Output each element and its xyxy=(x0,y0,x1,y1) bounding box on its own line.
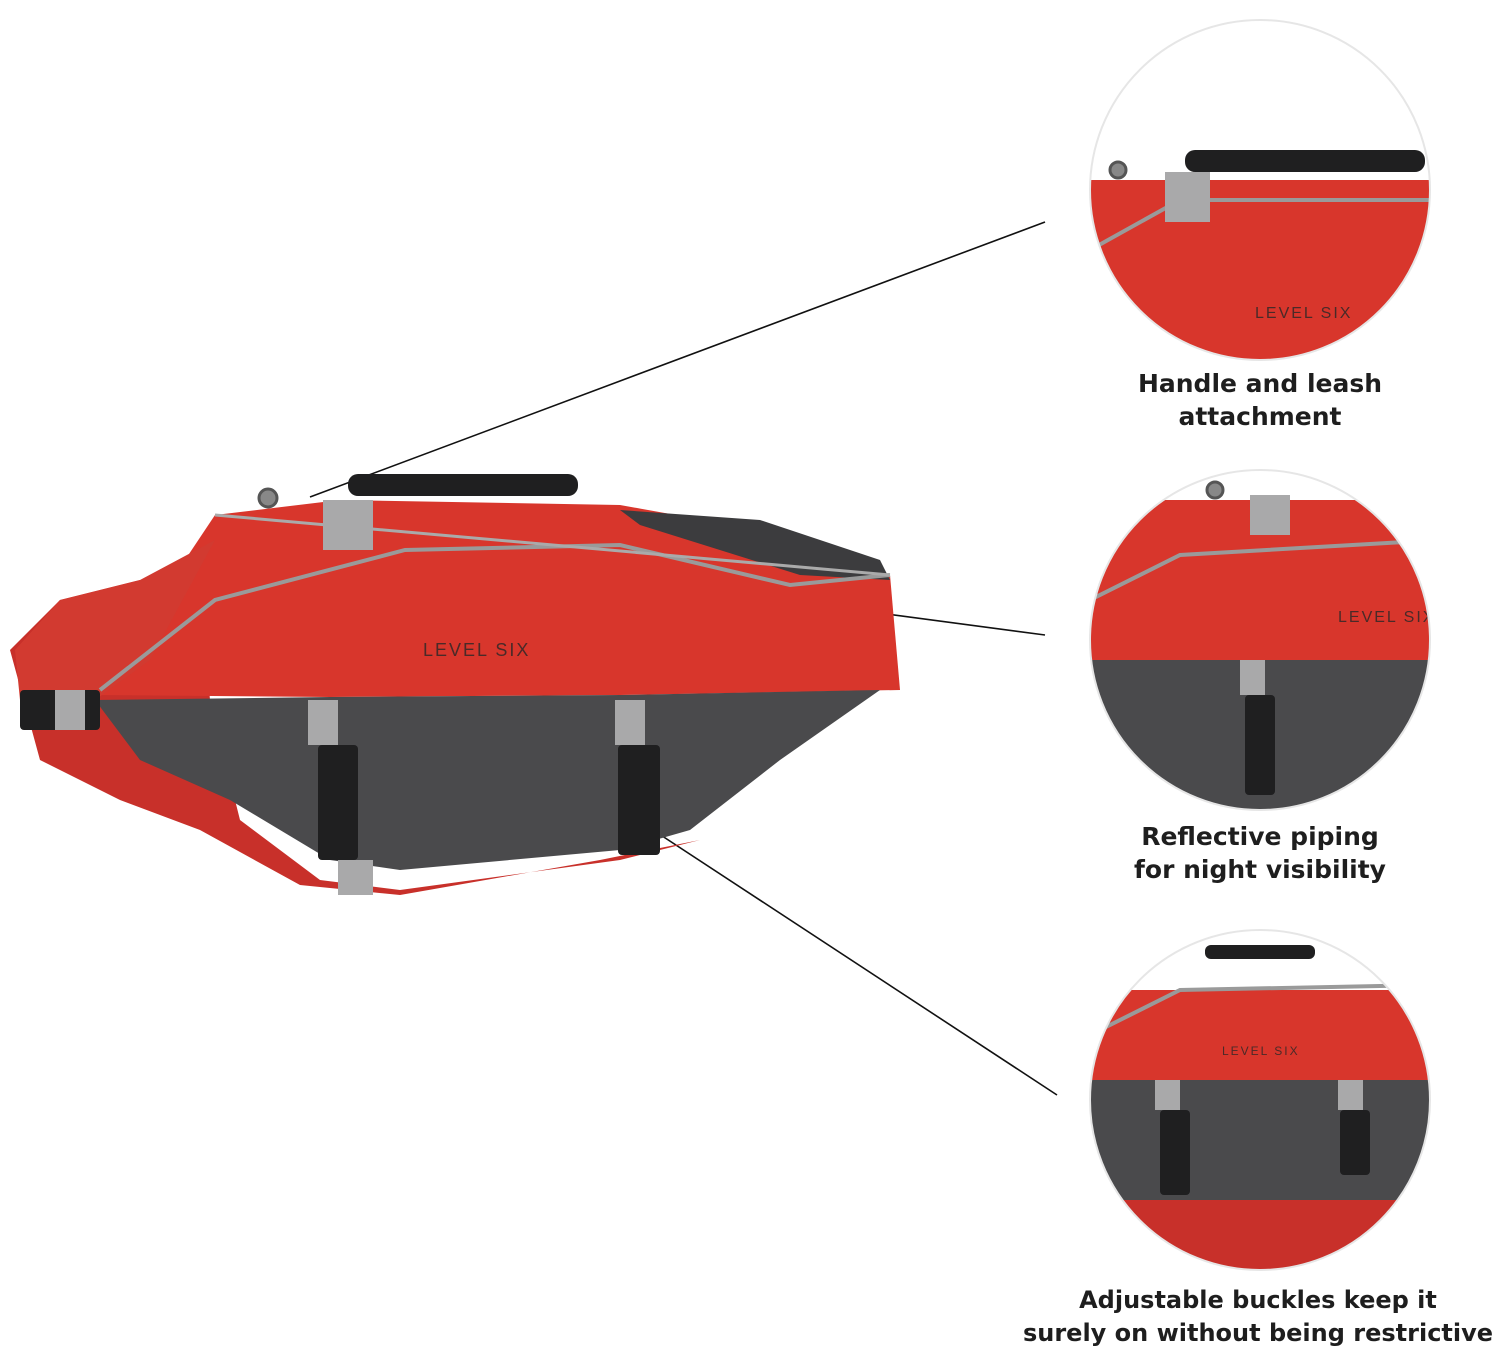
callout-line-handle xyxy=(309,221,1046,498)
caption-line: Handle and leash xyxy=(1137,369,1383,398)
strap-front-lower xyxy=(338,860,373,895)
neck-strap xyxy=(55,690,85,730)
detail-circle-piping: LEVEL SIX xyxy=(1089,469,1435,811)
vest-mesh-top xyxy=(620,510,890,580)
svg-text:LEVEL SIX: LEVEL SIX xyxy=(1222,1044,1300,1058)
callout-line-buckles xyxy=(649,827,1058,1096)
caption-line: for night visibility xyxy=(1134,855,1386,884)
vest-gray-panel xyxy=(95,690,880,870)
strap-front xyxy=(308,700,338,745)
brand-logo: LEVEL SIX xyxy=(423,640,530,660)
caption-buckles: Adjustable buckles keep it surely on wit… xyxy=(1010,1284,1500,1350)
reflective-piping xyxy=(98,542,891,692)
detail-circle-handle: LEVEL SIX xyxy=(1089,19,1431,361)
caption-piping: Reflective piping for night visibility xyxy=(1080,820,1440,886)
caption-handle: Handle and leash attachment xyxy=(1080,367,1440,433)
buckle-rear xyxy=(618,745,660,855)
handle xyxy=(348,474,578,496)
buckle-front xyxy=(318,745,358,860)
caption-line: surely on without being restrictive xyxy=(1022,1319,1494,1347)
leash-ring xyxy=(257,487,279,509)
vest-collar xyxy=(15,540,215,720)
caption-line: Adjustable buckles keep it xyxy=(1079,1286,1437,1314)
strap-rear xyxy=(615,700,645,745)
dog-life-vest: LEVEL SIX xyxy=(10,474,900,895)
svg-text:LEVEL SIX: LEVEL SIX xyxy=(1255,305,1352,322)
caption-line: Reflective piping xyxy=(1141,822,1379,851)
vest-red-panel xyxy=(95,500,900,697)
detail-circle-buckles: LEVEL SIX xyxy=(1089,929,1431,1271)
caption-line: attachment xyxy=(1178,402,1342,431)
top-strap xyxy=(323,500,373,550)
svg-text:LEVEL SIX: LEVEL SIX xyxy=(1338,609,1435,626)
